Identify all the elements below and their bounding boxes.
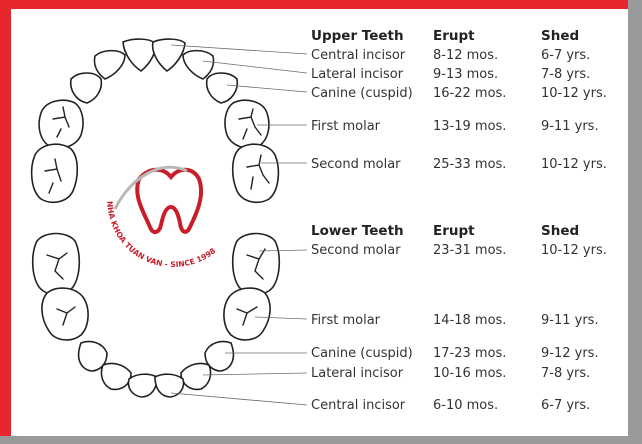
lower-row-erupt: 23-31 mos. — [433, 243, 506, 258]
upper-lateral-incisor-right — [182, 49, 215, 80]
lower-row-erupt: 14-18 mos. — [433, 313, 506, 328]
upper-row-shed: 10-12 yrs. — [541, 157, 607, 172]
upper-row-name: Second molar — [311, 157, 401, 172]
lower-row-erupt: 17-23 mos. — [433, 346, 506, 361]
upper-arch — [30, 38, 280, 204]
lower-second-molar-right — [231, 232, 281, 296]
upper-row-name: First molar — [311, 119, 381, 134]
upper-erupt-header: Erupt — [433, 28, 475, 44]
upper-row-erupt: 16-22 mos. — [433, 86, 506, 101]
upper-row-shed: 9-11 yrs. — [541, 119, 599, 134]
lower-row-name: Canine (cuspid) — [311, 346, 413, 361]
tooth-chart-canvas: NHA KHOA TUAN VAN - SINCE 1998 Upper Tee… — [11, 9, 628, 436]
upper-row-shed: 10-12 yrs. — [541, 86, 607, 101]
lower-lateral-incisor-left — [100, 362, 132, 391]
upper-row-erupt: 9-13 mos. — [433, 67, 498, 82]
tooth-diagram: NHA KHOA TUAN VAN - SINCE 1998 Upper Tee… — [30, 28, 607, 413]
upper-second-molar-left — [30, 143, 79, 204]
upper-row-shed: 6-7 yrs. — [541, 48, 590, 63]
lower-row-shed: 10-12 yrs. — [541, 243, 607, 258]
upper-lateral-incisor-left — [93, 49, 126, 80]
lower-lateral-incisor-right — [180, 362, 212, 391]
upper-first-molar-right — [224, 99, 270, 150]
leader-lines — [170, 44, 308, 406]
watermark-text: NHA KHOA TUAN VAN - SINCE 1998 — [105, 201, 217, 269]
upper-first-molar-left — [38, 99, 84, 150]
frame-shadow-right — [628, 0, 642, 444]
upper-central-incisor-left — [122, 38, 157, 72]
upper-canine-left — [69, 72, 103, 104]
upper-shed-header: Shed — [541, 28, 579, 44]
upper-row-erupt: 25-33 mos. — [433, 157, 506, 172]
upper-canine-right — [205, 72, 239, 104]
lower-row-shed: 7-8 yrs. — [541, 366, 590, 381]
upper-row-name: Lateral incisor — [311, 67, 404, 82]
lower-central-incisor-left — [127, 373, 158, 398]
lower-erupt-header: Erupt — [433, 223, 475, 239]
upper-teeth-header: Upper Teeth — [311, 28, 404, 44]
lower-row-name: First molar — [311, 313, 381, 328]
lower-row-shed: 9-12 yrs. — [541, 346, 599, 361]
lower-row-erupt: 10-16 mos. — [433, 366, 506, 381]
upper-row-erupt: 13-19 mos. — [433, 119, 506, 134]
lower-teeth-table: Lower Teeth Erupt Shed Second molar 23-3… — [311, 223, 607, 413]
upper-row-name: Canine (cuspid) — [311, 86, 413, 101]
upper-row-name: Central incisor — [311, 48, 406, 63]
lower-central-incisor-right — [154, 373, 185, 398]
lower-row-name: Central incisor — [311, 398, 406, 413]
lower-row-shed: 6-7 yrs. — [541, 398, 590, 413]
upper-second-molar-right — [231, 143, 280, 204]
lower-row-name: Lateral incisor — [311, 366, 404, 381]
tooth-logo-icon — [135, 167, 204, 234]
clinic-logo: NHA KHOA TUAN VAN - SINCE 1998 — [105, 165, 217, 269]
upper-row-shed: 7-8 yrs. — [541, 67, 590, 82]
upper-row-erupt: 8-12 mos. — [433, 48, 498, 63]
logo-swoosh — [113, 165, 188, 210]
lower-second-molar-left — [31, 232, 81, 296]
upper-central-incisor-right — [151, 38, 186, 72]
lower-arch — [31, 232, 281, 398]
lower-row-name: Second molar — [311, 243, 401, 258]
lower-row-erupt: 6-10 mos. — [433, 398, 498, 413]
lower-first-molar-left — [41, 287, 89, 341]
upper-teeth-table: Upper Teeth Erupt Shed Central incisor 8… — [311, 28, 607, 172]
lower-teeth-header: Lower Teeth — [311, 223, 404, 239]
frame-shadow-bottom — [0, 436, 642, 444]
lower-row-shed: 9-11 yrs. — [541, 313, 599, 328]
lower-shed-header: Shed — [541, 223, 579, 239]
